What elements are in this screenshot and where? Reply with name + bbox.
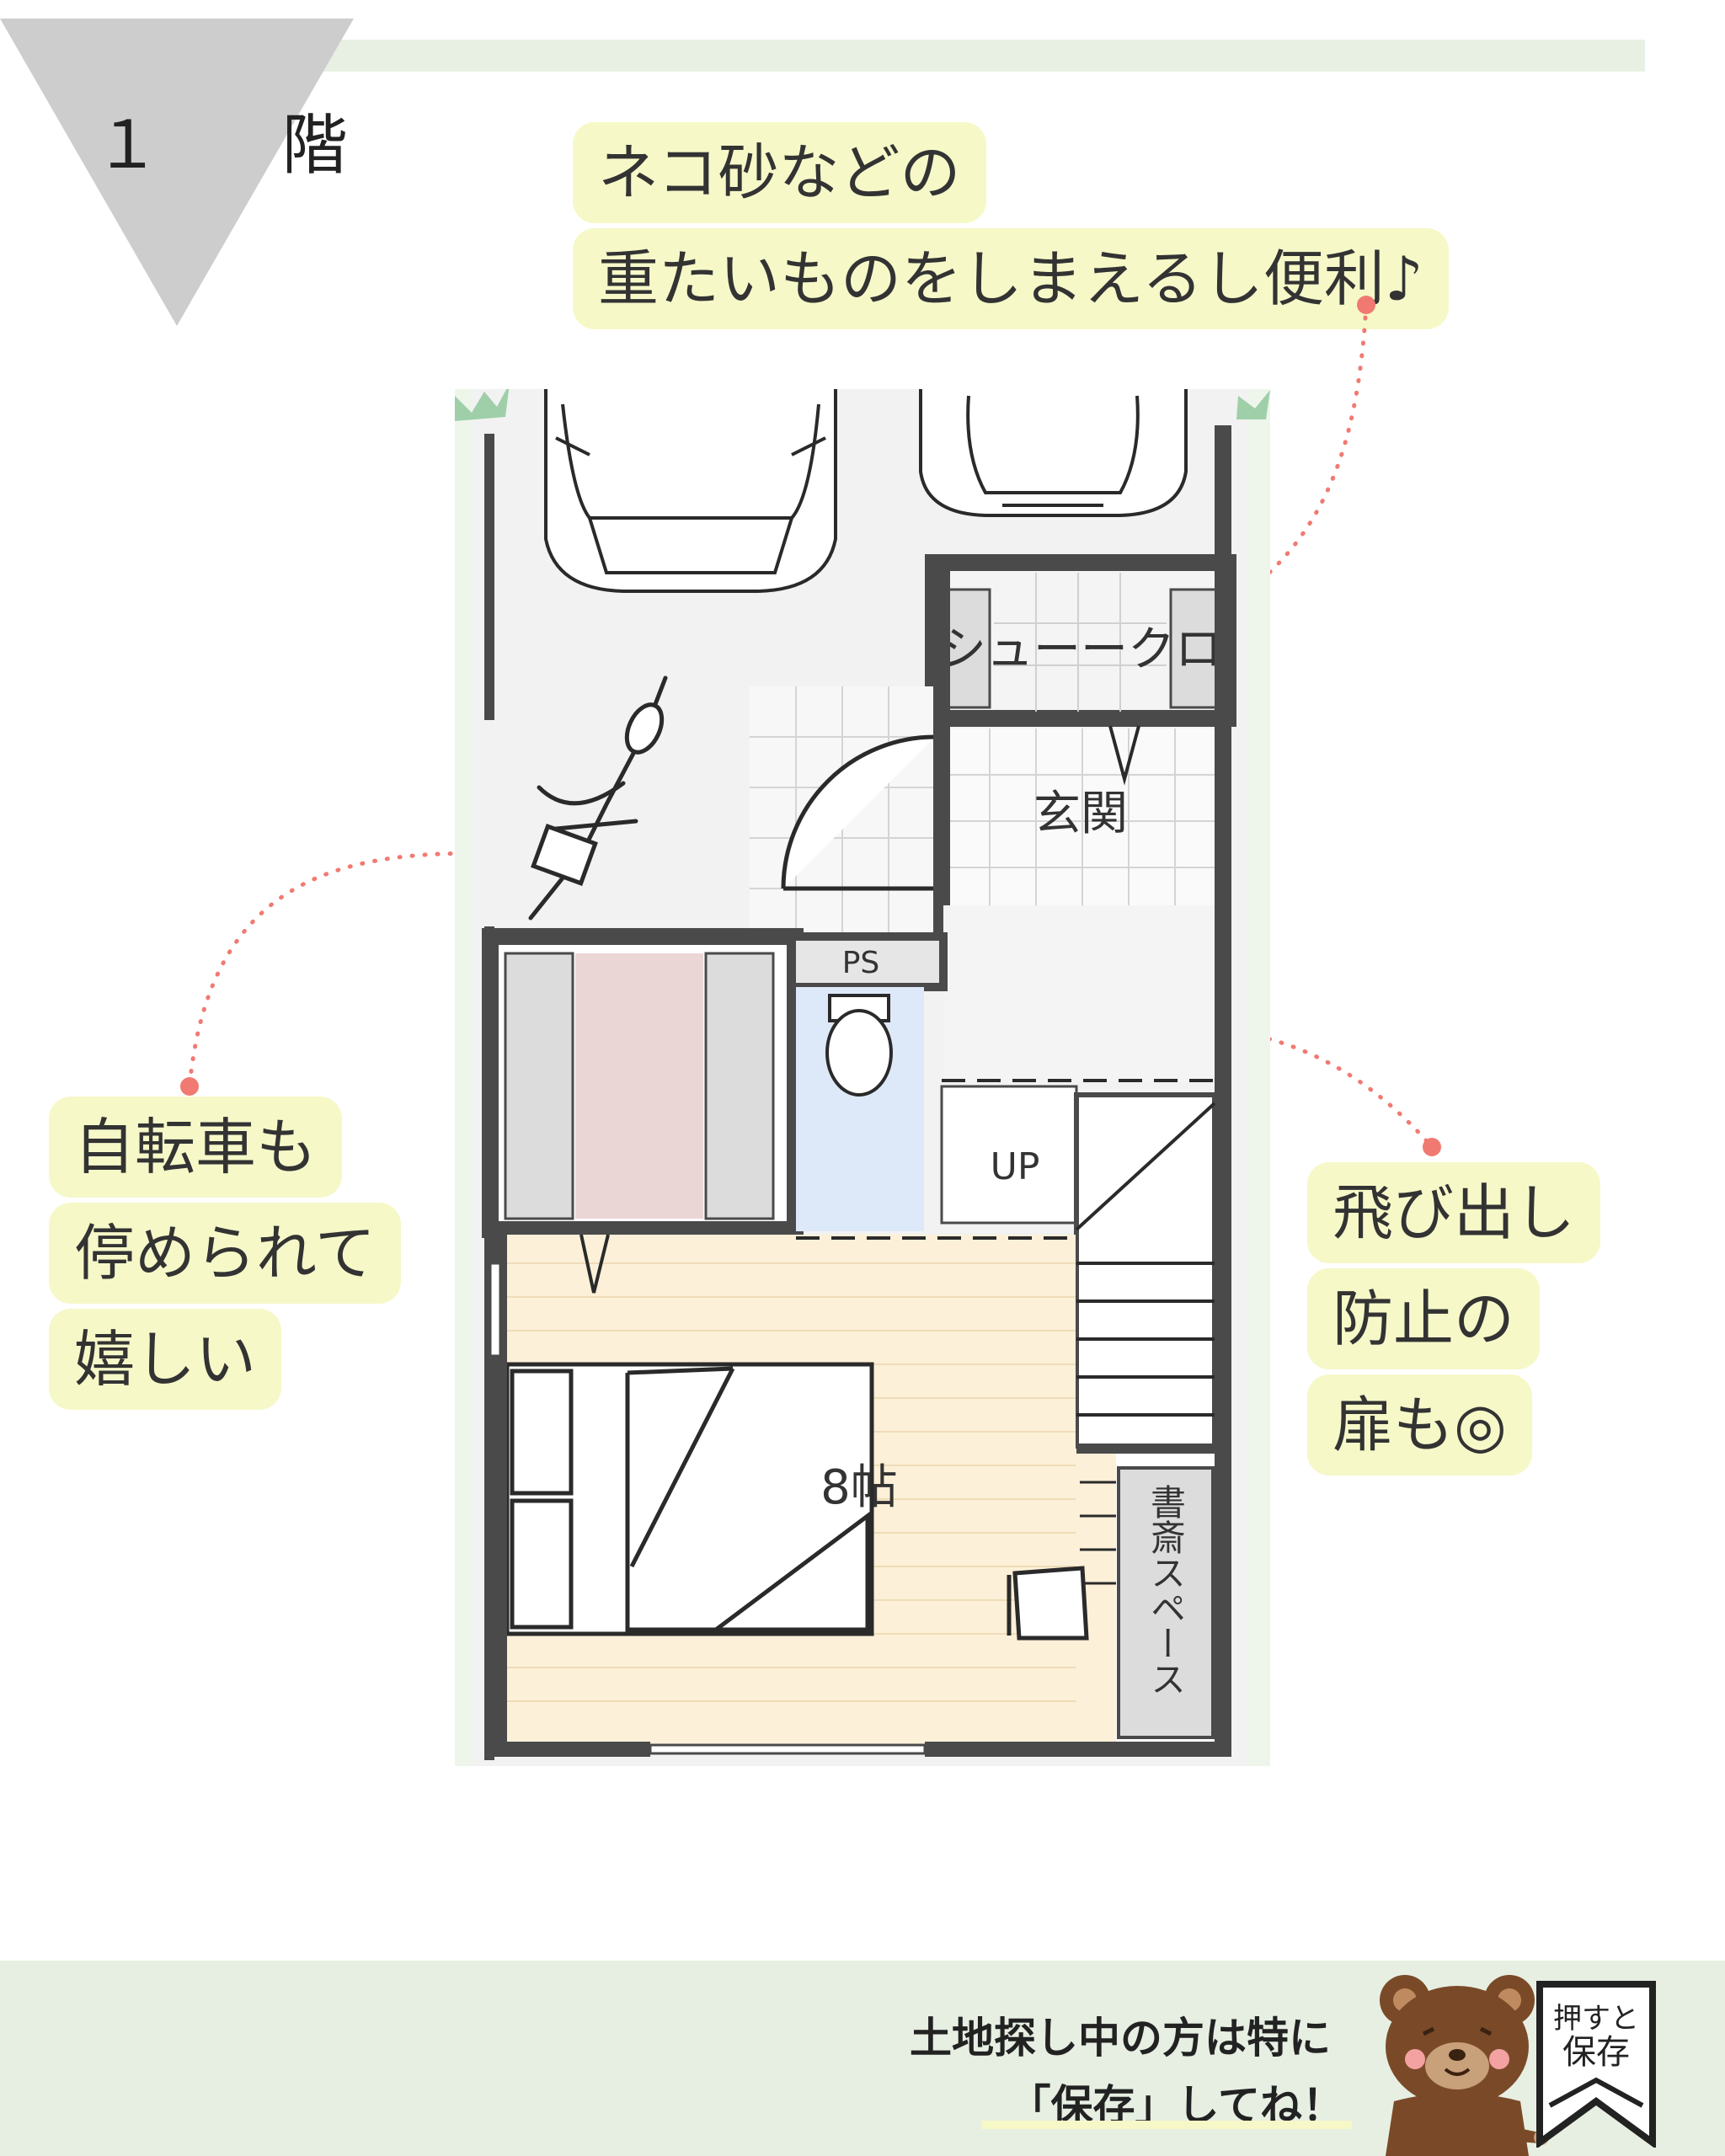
save-bookmark-icon[interactable]: 押すと 保存: [1533, 1979, 1659, 2148]
toilet-icon: [825, 994, 893, 1097]
save-badge-line1: 押すと: [1553, 2002, 1639, 2036]
cta-line1: 土地探し中の方は特に: [910, 2014, 1331, 2063]
pipe-space-label: PS: [842, 946, 880, 980]
callout-line: 重たいものをしまえるし便利♪: [573, 228, 1449, 329]
bicycle-icon: [528, 675, 668, 921]
stairs-up-label: UP: [991, 1145, 1040, 1188]
bedroom-label: 8帖: [820, 1460, 898, 1515]
callout-line: 停められて: [49, 1203, 401, 1304]
callout-line: 嬉しい: [49, 1309, 282, 1410]
callout-shoe-closet: ネコ砂などの 重たいものをしまえるし便利♪: [573, 122, 1449, 329]
car-icon: [919, 389, 1188, 517]
bed-icon: [505, 1362, 874, 1636]
car-icon: [544, 389, 837, 593]
floor-plan: シューークロ 玄関 PS UP: [455, 389, 1270, 1766]
callout-door: 飛び出し 防止の 扉も◎: [1307, 1162, 1601, 1476]
callout-line: 扉も◎: [1307, 1374, 1532, 1476]
callout-line: 防止の: [1307, 1268, 1541, 1369]
callout-line: 飛び出し: [1307, 1162, 1601, 1263]
callout-bicycle: 自転車も 停められて 嬉しい: [49, 1097, 401, 1410]
save-badge-line2: 保存: [1562, 2033, 1630, 2072]
plant-icon: [1236, 390, 1270, 419]
plant-icon: [455, 389, 510, 421]
bear-mascot-icon: [1380, 1975, 1549, 2156]
shoe-closet-label: シューークロ: [939, 622, 1222, 677]
chair-icon: [1007, 1566, 1089, 1641]
floor-label: １ 階: [94, 108, 398, 184]
entrance-label: 玄関: [1033, 787, 1128, 841]
cta-underline: [981, 2121, 1352, 2129]
callout-line: ネコ砂などの: [573, 122, 986, 223]
floor-marker-triangle: [0, 19, 354, 326]
header-bar: [80, 40, 1645, 72]
study-label: 書斎スペース: [1146, 1484, 1187, 1696]
callout-line: 自転車も: [49, 1097, 343, 1198]
